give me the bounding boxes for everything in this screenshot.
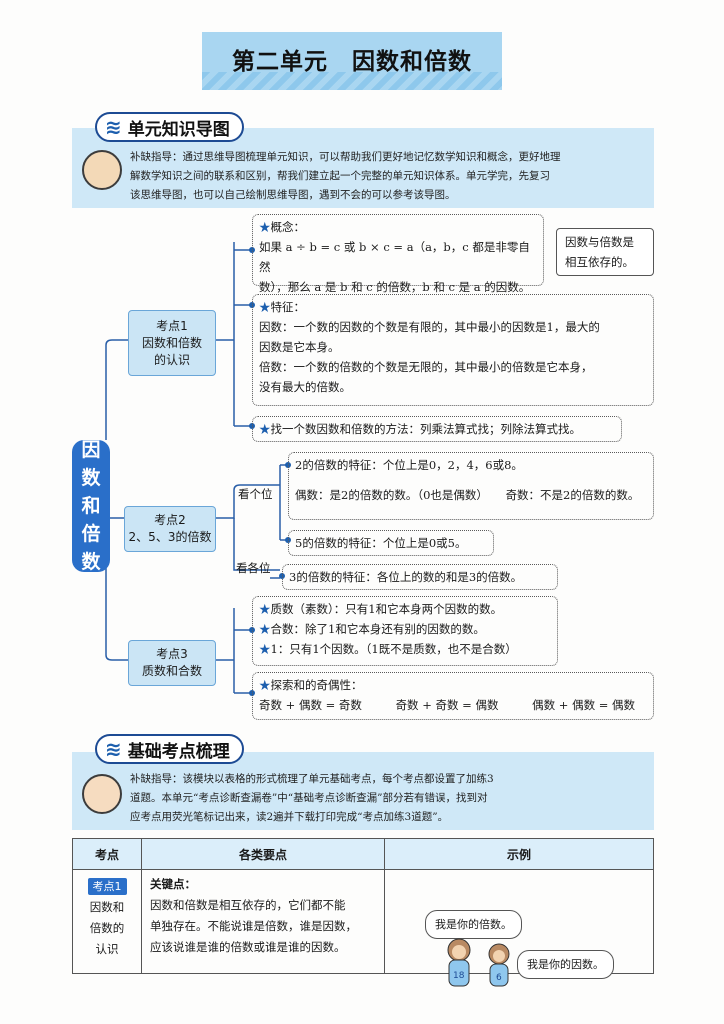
kp1-note: 因数与倍数是相互依存的。 (556, 228, 654, 276)
table-row: 考点1 因数和 倍数的 认识 关键点： 因数和倍数是相互依存的，它们都不能 单独… (72, 869, 654, 987)
kp2-two-box: 2的倍数的特征：个位上是0，2，4，6或8。 偶数：是2的倍数的数。（0也是偶数… (288, 452, 654, 520)
speech-bubble: 我是你的倍数。 (425, 910, 522, 939)
banner-wave (202, 72, 502, 90)
star-icon: ★ (259, 300, 271, 314)
kp1-method-box: ★找一个数因数和倍数的方法：列乘法算式找；列除法算式找。 (252, 416, 622, 442)
mindmap-section-heading: ≋ 单元知识导图 (95, 112, 244, 142)
basics-intro-panel (72, 752, 654, 830)
monkey-number: 18 (453, 971, 465, 981)
star-icon: ★ (259, 422, 271, 436)
look-ones-label: 看个位 (238, 487, 273, 501)
girl-avatar (82, 150, 122, 190)
kp-cell: 考点1 因数和 倍数的 认识 (72, 869, 142, 974)
points-cell: 关键点： 因数和倍数是相互依存的，它们都不能 单独存在。不能说谁是倍数，谁是因数… (141, 869, 385, 974)
basics-intro-text: 补缺指导：该模块以表格的形式梳理了单元基础考点，每个考点都设置了加练3 道题。本… (130, 773, 494, 823)
kp1-feature-box: ★特征： 因数：一个数的因数的个数是有限的，其中最小的因数是1，最大的 因数是它… (252, 294, 654, 406)
monkey-number: 6 (496, 973, 502, 983)
knowledge-table: 考点 各类要点 示例 考点1 因数和 倍数的 认识 关键点： 因数和倍数是相互依… (72, 838, 654, 987)
wave-icon: ≋ (105, 737, 122, 761)
star-icon: ★ (259, 678, 271, 692)
star-icon: ★ (259, 622, 271, 636)
kp2-three-box: 3的倍数的特征：各位上的数的和是3的倍数。 (282, 564, 558, 590)
mindmap-intro-text: 补缺指导：通过思维导图梳理单元知识，可以帮助我们更好地记忆数学知识和概念，更好地… (130, 151, 561, 201)
star-icon: ★ (259, 602, 271, 616)
monkey-illustration: 18 6 (447, 938, 510, 987)
mindmap-root: 因数和 倍数 (72, 439, 110, 573)
page-title: 第二单元 因数和倍数 (232, 49, 472, 75)
kp2-five-box: 5的倍数的特征：个位上是0或5。 (288, 530, 494, 556)
boy-avatar (82, 774, 122, 814)
title-banner: 第二单元 因数和倍数 (202, 32, 502, 90)
basics-section-heading: ≋ 基础考点梳理 (95, 734, 244, 764)
star-icon: ★ (259, 642, 271, 656)
table-header: 示例 (384, 838, 654, 870)
kp1-concept-box: ★概念： 如果 a ÷ b = c 或 b × c = a（a，b，c 都是非零… (252, 214, 544, 294)
speech-bubble: 我是你的因数。 (517, 950, 614, 979)
look-each-label: 看各位 (236, 561, 271, 575)
kp3-prime-box: ★质数（素数）：只有1和它本身两个因数的数。 ★合数：除了1和它本身还有别的因数… (252, 596, 558, 666)
wave-icon: ≋ (105, 115, 122, 139)
kp3-parity-box: ★探索和的奇偶性： 奇数 + 偶数 = 奇数 奇数 + 奇数 = 偶数 偶数 +… (252, 672, 654, 720)
star-icon: ★ (259, 220, 271, 234)
example-cell: 我是你的倍数。 我是你的因数。 18 6 (384, 869, 654, 987)
table-header: 各类要点 (141, 838, 385, 870)
table-header: 考点 (72, 838, 142, 870)
